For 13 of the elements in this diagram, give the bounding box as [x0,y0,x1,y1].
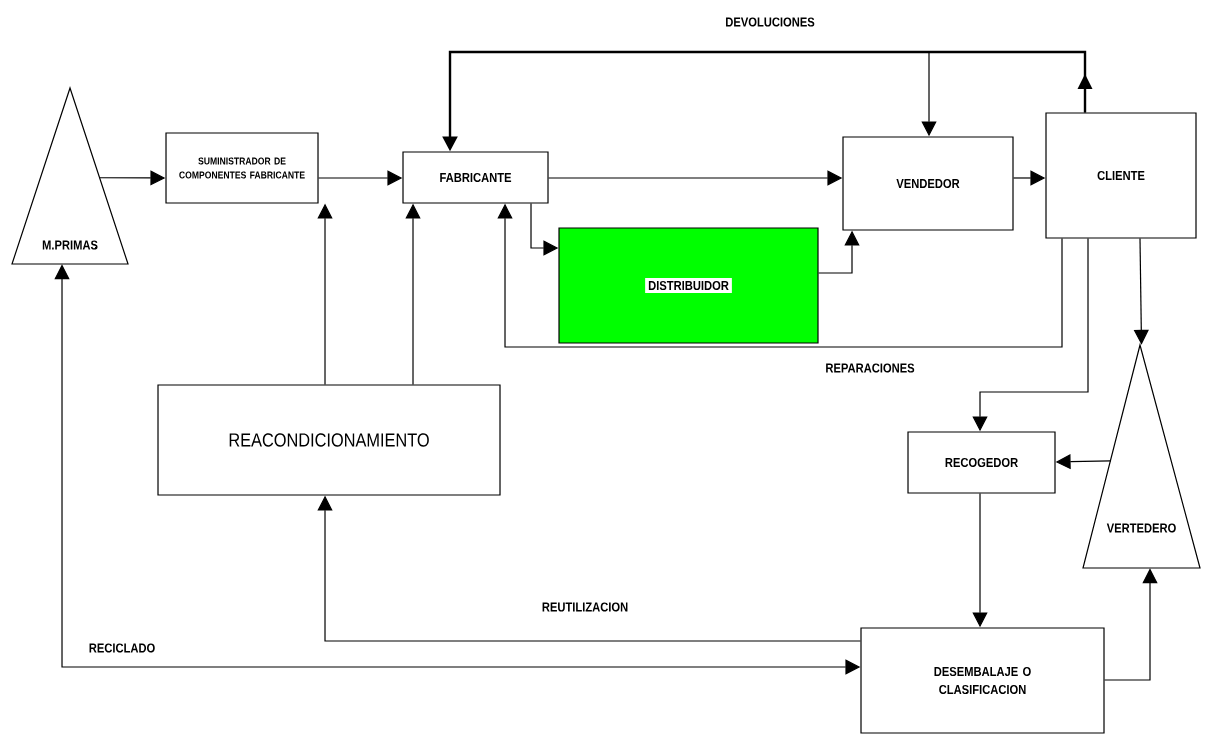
process-box: DESEMBALAJE O CLASIFICACION [860,627,1105,734]
edge-label: REPARACIONES [824,362,916,374]
process-box: CLIENTE [1045,112,1197,239]
process-box: VENDEDOR [842,136,1014,231]
process-box: REACONDICIONAMIENTO [157,384,501,496]
process-box: FABRICANTE [402,151,549,204]
process-box: RECOGEDOR [907,431,1056,494]
edge-label: REUTILIZACION [540,601,630,613]
process-box: SUMINISTRADOR DE COMPONENTES FABRICANTE [165,132,319,204]
arrow [1104,568,1158,681]
process-box: DISTRIBUIDOR [558,227,819,344]
edge-label: RECICLADO [87,642,157,654]
edge-label: DEVOLUCIONES [724,16,816,28]
